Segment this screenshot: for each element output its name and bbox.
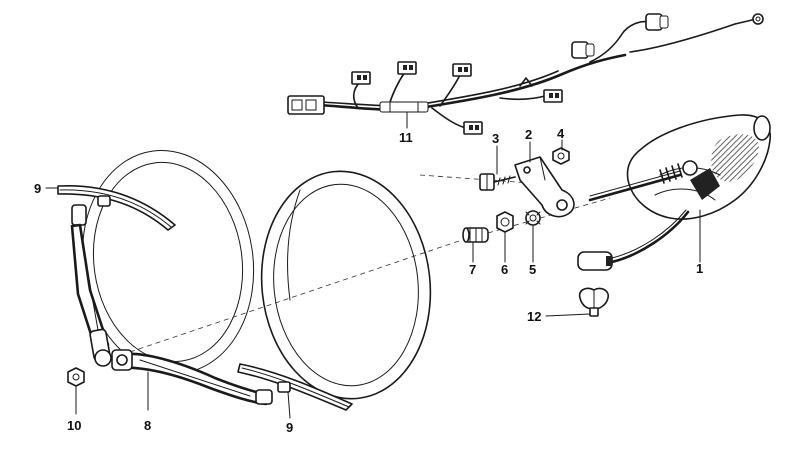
hex-bolt <box>479 173 516 191</box>
wiper-blade-lower <box>237 363 353 411</box>
mounting-bracket <box>514 156 575 218</box>
hex-nut-lower <box>496 211 514 233</box>
lock-washer <box>525 210 541 226</box>
wiper-arm-nut <box>67 367 85 387</box>
callout-5: 5 <box>529 262 536 277</box>
wiring-harness <box>287 13 764 135</box>
wiper-blade-upper <box>57 184 176 231</box>
callout-7: 7 <box>469 262 476 277</box>
headlight-ring-right <box>260 170 432 400</box>
callout-12: 12 <box>527 309 541 324</box>
harness-plug-d <box>463 121 483 135</box>
callout-9-upper: 9 <box>34 181 41 196</box>
callout-8: 8 <box>144 418 151 433</box>
callout-1: 1 <box>696 261 703 276</box>
harness-ring-terminal <box>734 13 764 25</box>
harness-bulb-socket-a <box>571 41 595 59</box>
motor-spindle-thread <box>659 163 683 184</box>
harness-plug-e <box>543 89 563 103</box>
callout-2: 2 <box>525 127 532 142</box>
callout-9-lower: 9 <box>286 420 293 435</box>
wire-clip <box>578 287 610 317</box>
wiper-motor <box>577 114 771 271</box>
harness-plug-b <box>397 61 417 75</box>
callout-6: 6 <box>501 262 508 277</box>
callout-11: 11 <box>399 130 413 145</box>
leader-lines <box>45 111 701 419</box>
hex-nut-upper <box>552 147 570 165</box>
wiper-arm-lower <box>111 349 273 406</box>
callout-3: 3 <box>492 131 499 146</box>
harness-plug-a <box>351 71 371 85</box>
harness-bulb-socket-b <box>645 13 669 31</box>
callout-10: 10 <box>67 418 81 433</box>
wiper-arm-upper <box>70 204 112 367</box>
spring-sleeve <box>462 227 489 243</box>
callout-4: 4 <box>557 126 565 141</box>
harness-plug-c <box>452 63 472 77</box>
